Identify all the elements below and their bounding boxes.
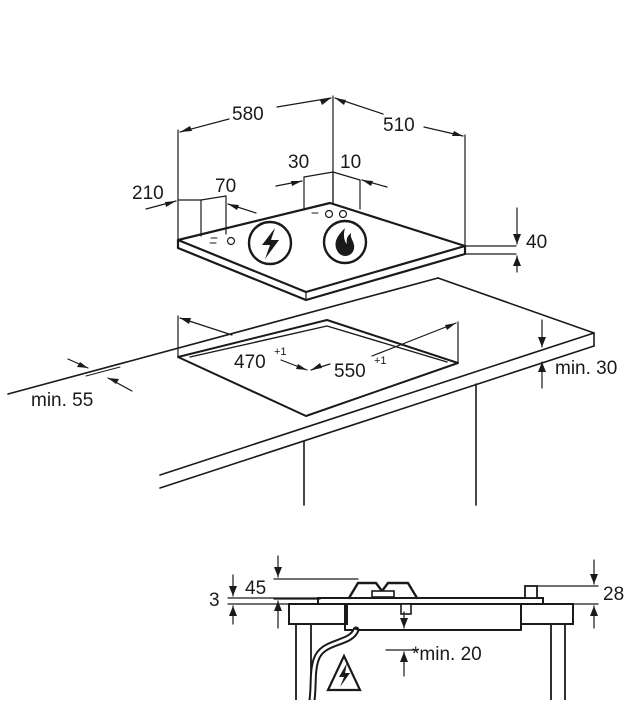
arrow-head (513, 256, 521, 266)
arrow-head (229, 606, 237, 616)
arrow-head (400, 652, 408, 662)
min-55-dimension: min. 55 (31, 358, 133, 411)
worktop-right (520, 603, 574, 625)
min-30-dimension: min. 30 (538, 319, 617, 389)
arrow-head (320, 98, 331, 105)
arrow-head (180, 126, 192, 132)
worktop-left (288, 603, 348, 625)
section-view (288, 581, 574, 704)
dim-210-label: 210 (132, 183, 164, 204)
arrow-head (274, 567, 282, 577)
arrow-head (445, 323, 456, 330)
cutout: 470 +1 550 +1 (177, 315, 459, 417)
connection-point (338, 209, 348, 219)
control-knob (524, 585, 538, 599)
dim-580-label: 580 (232, 104, 264, 125)
min-30-label: min. 30 (555, 358, 617, 379)
arrow-head (400, 618, 408, 628)
arrow-head (228, 204, 239, 210)
dim-30-label: 30 (288, 152, 309, 173)
extension-line (200, 195, 227, 201)
bracket (400, 603, 412, 615)
connection-points (209, 209, 348, 246)
electrical-hazard-warning-icon (326, 653, 362, 692)
dim-550-label: 550 (334, 361, 366, 382)
arrow-head (165, 201, 176, 207)
connection-point (324, 209, 334, 219)
extension-line (303, 171, 334, 178)
arrow-head (291, 181, 302, 186)
worktop-back-edge (7, 277, 439, 395)
arrow-head (362, 180, 373, 186)
dim-70-label: 70 (215, 176, 236, 197)
worktop-front-edge (159, 332, 595, 476)
worktop-right-edge (437, 277, 595, 334)
hob-dimensions: 580 510 210 70 30 10 40 (132, 95, 547, 273)
dim-470-label: 470 (234, 352, 266, 373)
dim-28-label: 28 (603, 584, 624, 605)
extension-line (332, 171, 361, 181)
section-dimensions: 45 3 28 *min. 20 (209, 555, 624, 677)
dim-40-label: 40 (526, 232, 547, 253)
arrow-head (513, 234, 521, 244)
dim-550-tolerance: +1 (374, 355, 387, 367)
arrow-head (311, 363, 322, 370)
min-55-label: min. 55 (31, 390, 93, 411)
dim-10-label: 10 (340, 152, 361, 173)
arrow-head (77, 362, 88, 368)
worktop-front-edge-lower (159, 345, 595, 489)
cutout-inner-edge (189, 325, 448, 363)
dimension-line-580 (276, 97, 332, 108)
lightning-bolt-icon (247, 220, 293, 266)
hob-glass-top (317, 597, 544, 605)
hob-body (344, 603, 522, 631)
arrow-head (180, 318, 191, 324)
arrow-head (590, 574, 598, 584)
arrow-head (229, 586, 237, 596)
extension-line (85, 366, 121, 377)
arrow-head (590, 606, 598, 616)
power-cable-inner (310, 629, 358, 701)
countertop (7, 277, 595, 506)
flame-icon (322, 219, 368, 265)
dim-45-label: 45 (245, 578, 266, 599)
arrow-head (274, 601, 282, 611)
arrow-head (452, 131, 463, 136)
dimension-line-550 (371, 322, 457, 357)
dim-510-label: 510 (383, 115, 415, 136)
connection-point (226, 236, 236, 246)
arrow-head (538, 362, 546, 372)
dim-3-label: 3 (209, 590, 220, 611)
arrow-head (296, 364, 307, 370)
hob-thickness (176, 238, 467, 302)
min-20-label: *min. 20 (412, 644, 482, 665)
dim-470-tolerance: +1 (274, 346, 287, 358)
burner-cap (371, 590, 395, 598)
arrow-head (335, 98, 346, 105)
arrow-head (538, 337, 546, 347)
arrow-head (108, 378, 119, 384)
hob-top-surface (176, 201, 467, 294)
